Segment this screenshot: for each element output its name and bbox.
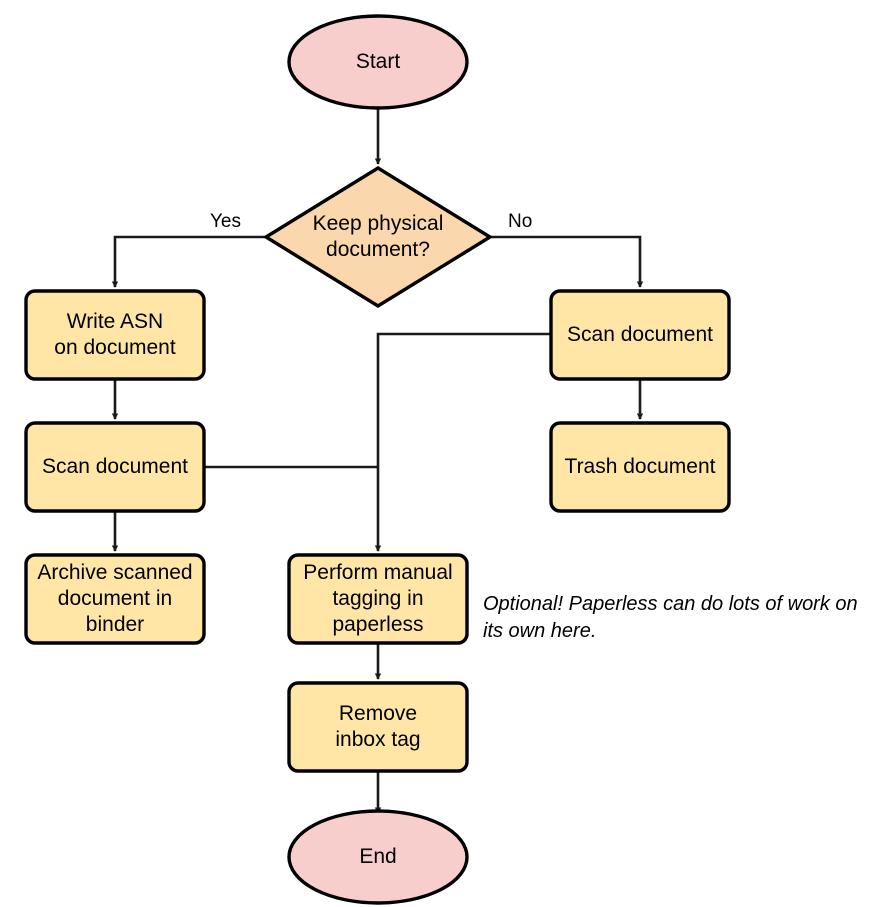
edge-label-yes: Yes [210, 211, 241, 232]
edge-label-no: No [508, 211, 533, 232]
node-write-asn-on-document[interactable] [24, 289, 206, 381]
node-scan-document-right[interactable] [549, 289, 731, 381]
edge-decision-yes-to-write-asn [111, 235, 265, 288]
node-decision-keep-physical-document[interactable] [262, 166, 494, 308]
node-end[interactable] [287, 809, 469, 905]
node-perform-manual-tagging-in-paperless[interactable] [287, 553, 469, 645]
node-trash-document[interactable] [549, 421, 731, 513]
node-remove-inbox-tag[interactable] [287, 681, 469, 773]
node-scan-document-left[interactable] [24, 421, 206, 513]
edge-scan-right-to-tagging [374, 332, 551, 552]
edge-decision-no-to-scan-right [490, 235, 644, 288]
node-archive-scanned-document-in-binder[interactable] [24, 553, 206, 645]
node-start[interactable] [287, 14, 469, 110]
annotation-optional-paperless: Optional! Paperless can do lots of work … [483, 593, 858, 642]
